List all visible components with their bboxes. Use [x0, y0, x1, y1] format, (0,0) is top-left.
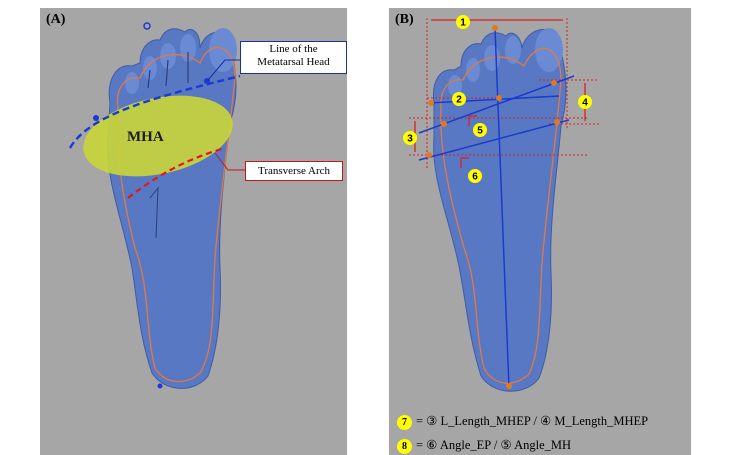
metatarsal-callout-line2: Metatarsal Head	[241, 56, 346, 69]
badge-3-text: 3	[407, 134, 413, 145]
metatarsal-head-callout: Line of the Metatarsal Head	[240, 41, 347, 74]
legend-badge-8: 8	[397, 439, 412, 454]
badge-2-text: 2	[456, 95, 462, 106]
badge-4-text: 4	[582, 98, 588, 109]
legend-item-7: 7 = ③ L_Length_MHEP / ④ M_Length_MHEP	[397, 413, 648, 430]
panel-b: 1 2 3 4 5 6 (B) 7 = ③ L_Length_MHEP / ④ M…	[389, 8, 691, 455]
badge-5-text: 5	[477, 126, 483, 137]
toe-a-5	[125, 72, 139, 94]
metatarsal-point-1	[93, 115, 99, 121]
legend-text-8: = ⑥ Angle_EP / ⑤ Angle_MH	[416, 438, 571, 452]
toe-tip-point-a	[144, 23, 150, 29]
panel-b-label: (B)	[395, 12, 414, 28]
panel-a-label: (A)	[46, 12, 65, 28]
toe-b-4	[466, 58, 480, 82]
legend-text-7: = ③ L_Length_MHEP / ④ M_Length_MHEP	[416, 414, 648, 428]
mha-label: MHA	[127, 129, 164, 146]
panel-a: (A) MHA Line of the Metatarsal Head Tran…	[40, 8, 347, 455]
badge-1-text: 1	[460, 18, 466, 29]
legend-badge-7: 7	[397, 415, 412, 430]
foot-a-illustration	[40, 8, 347, 455]
big-toe-a	[209, 28, 237, 72]
legend-item-8: 8 = ⑥ Angle_EP / ⑤ Angle_MH	[397, 437, 571, 454]
foot-b-illustration: 1 2 3 4 5 6	[389, 8, 691, 455]
heel-point-a	[158, 384, 163, 389]
badge-6-text: 6	[472, 172, 478, 183]
metatarsal-callout-line1: Line of the	[241, 43, 346, 56]
transverse-arch-callout: Transverse Arch	[245, 161, 343, 181]
